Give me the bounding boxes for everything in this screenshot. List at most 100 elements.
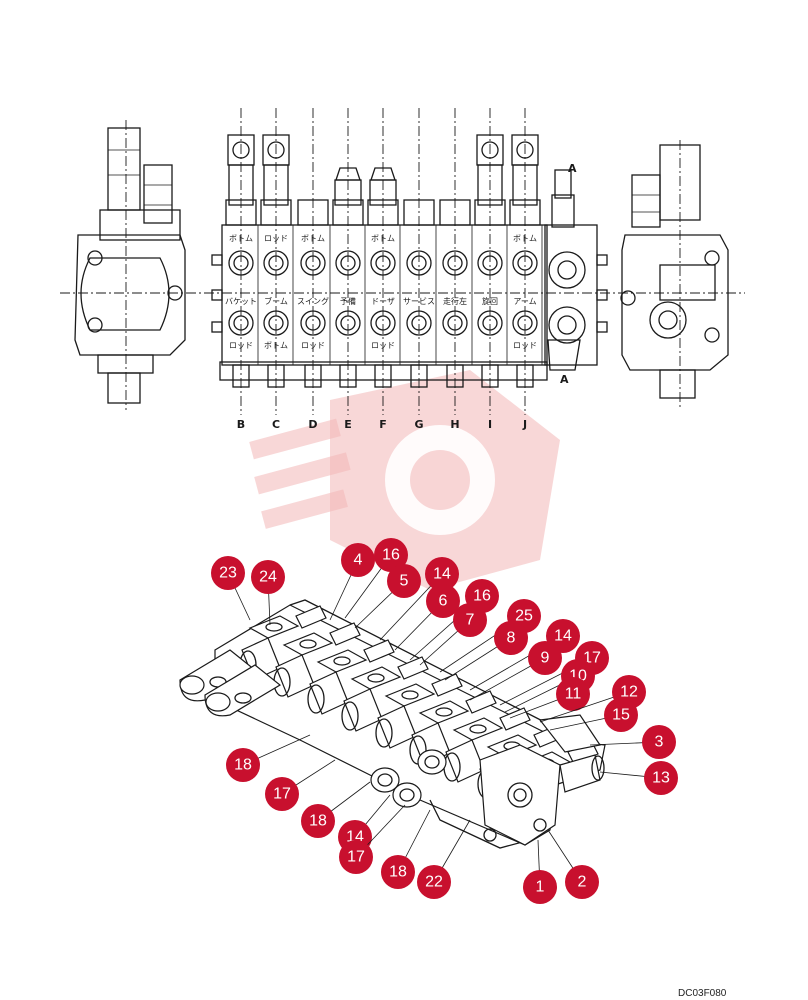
spool-label: サービス [403,297,435,306]
callout-11: 11 [509,677,590,719]
port-A-lower: A [560,373,569,386]
lower-label: ロッド [513,341,537,350]
iso-section [375,673,463,749]
port-letter-D: D [308,418,317,431]
spool-label: ブーム [264,296,288,306]
callout-23: 23 [211,556,251,621]
port-letter-F: F [379,418,387,431]
callout-4: 4 [329,543,375,621]
port-letter-C: C [272,418,280,431]
callout-number: 25 [515,608,533,625]
callout-number: 16 [382,547,400,564]
port-letter-H: H [450,418,459,431]
callout-2: 2 [547,829,599,899]
callout-number: 14 [554,628,572,645]
iso-section [273,622,361,698]
upper-label: ボトム [229,234,253,243]
callout-15: 15 [549,698,638,732]
callout-24: 24 [251,560,285,626]
upper-label: ボトム [371,234,395,243]
callout-8: 8 [444,621,528,681]
callout-number: 6 [439,593,448,610]
orthographic-view: ボトムバケットロッドロッドブームボトムボトムスイングロッド予備ボトムドーザロッド… [60,108,745,431]
lower-label: ロッド [371,341,395,350]
callout-9: 9 [469,641,562,701]
valve-section-H: 走行左 [439,108,473,415]
callout-number: 8 [507,630,516,647]
valve-section-I: 旋回 [474,108,508,415]
callout-16: 16 [344,538,408,619]
valve-section-G: サービス [403,108,437,415]
spool-label: 予備 [340,296,356,306]
upper-label: ボトム [513,234,537,243]
callout-number: 17 [347,849,365,866]
callout-number: 18 [389,864,407,881]
callout-17: 17 [339,804,406,874]
main-front-view: ボトムバケットロッドロッドブームボトムボトムスイングロッド予備ボトムドーザロッド… [211,108,608,415]
port-A-upper: A [568,162,577,175]
callout-number: 22 [425,874,443,891]
callout-number: 5 [400,573,409,590]
callout-18: 18 [226,734,311,782]
spool-label: アーム [513,297,536,306]
callout-18: 18 [301,781,371,838]
callout-number: 14 [433,566,451,583]
right-side-view [620,140,729,410]
callout-number: 12 [620,684,638,701]
callout-number: 24 [259,569,277,586]
callout-number: 15 [612,707,630,724]
port-letter-G: G [414,418,423,431]
callout-1: 1 [523,839,557,904]
callout-5: 5 [354,564,421,629]
port-letter-J: J [522,418,527,431]
callout-3: 3 [589,725,676,759]
valve-section-E: 予備 [332,108,366,415]
callout-number: 16 [473,588,491,605]
watermark-logo [249,370,560,590]
spool-label: 走行左 [443,296,467,306]
callout-number: 3 [655,734,664,751]
callout-number: 1 [536,879,545,896]
callout-17: 17 [265,759,336,811]
callout-18: 18 [381,809,431,889]
callout-number: 4 [354,552,363,569]
callout-14: 14 [379,557,459,641]
lower-label: ボトム [264,341,288,350]
spool-label: 旋回 [482,296,498,306]
callout-number: 17 [273,786,291,803]
callout-number: 9 [541,650,550,667]
lower-label: ロッド [229,341,253,350]
callout-number: 13 [652,770,670,787]
lower-label: ロッド [301,341,325,350]
callout-22: 22 [417,819,471,899]
isometric-view [179,599,606,849]
callout-7: 7 [419,603,487,666]
spool-label: バケット [225,297,257,306]
callout-13: 13 [599,761,678,795]
callout-number: 7 [466,612,475,629]
callout-number: 18 [309,813,327,830]
figure-code: DC03F080 [678,988,727,999]
spool-label: ドーザ [371,297,395,306]
callout-number: 18 [234,757,252,774]
iso-section [307,639,395,715]
spool-label: スイング [297,296,329,306]
callout-number: 23 [219,565,237,582]
upper-label: ボトム [301,234,325,243]
iso-section [409,690,497,766]
upper-label: ロッド [264,234,288,243]
callout-number: 11 [565,686,582,703]
callout-6: 6 [394,584,460,651]
callout-number: 2 [578,874,587,891]
left-side-view [74,120,186,410]
port-letter-B: B [237,418,245,431]
port-letter-I: I [488,418,492,431]
